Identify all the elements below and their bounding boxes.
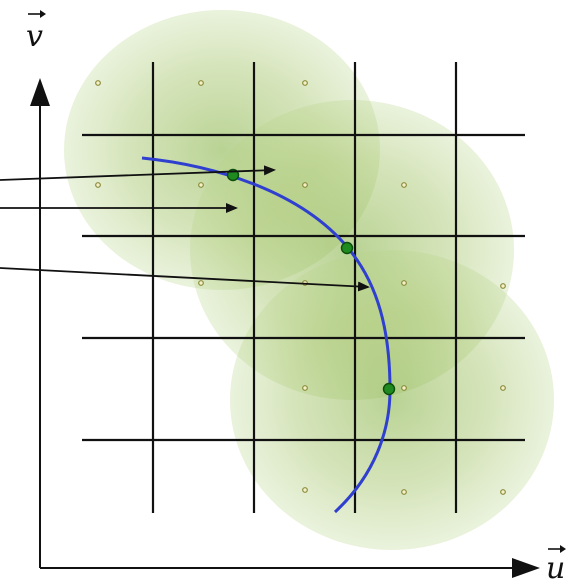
region-bottom bbox=[230, 250, 554, 550]
cell-dots bbox=[95, 80, 506, 495]
v-axis-label: v bbox=[26, 19, 43, 54]
u-axis-label: u bbox=[546, 551, 565, 582]
cell-dot bbox=[302, 182, 308, 188]
v-axis-arrowhead bbox=[30, 78, 50, 106]
u-axis-label-group: u bbox=[546, 545, 566, 582]
cell-dot bbox=[401, 385, 407, 391]
cell-dot bbox=[302, 487, 308, 493]
u-vector-tip bbox=[560, 545, 566, 553]
sample-point-3 bbox=[382, 382, 396, 396]
shaded-regions bbox=[64, 10, 554, 550]
cell-dot bbox=[500, 283, 506, 289]
cell-dot bbox=[401, 280, 407, 286]
cell-dot bbox=[302, 385, 308, 391]
pointer-arrow-1 bbox=[0, 165, 276, 181]
sample-point-2 bbox=[340, 241, 354, 255]
v-vector-tip bbox=[40, 10, 46, 18]
cell-dot bbox=[95, 182, 101, 188]
grid bbox=[82, 62, 525, 513]
cell-dot bbox=[198, 80, 204, 86]
cell-dot bbox=[401, 489, 407, 495]
cell-dot bbox=[198, 182, 204, 188]
cell-dot bbox=[401, 182, 407, 188]
u-axis-arrowhead bbox=[512, 558, 540, 578]
cell-dot bbox=[198, 280, 204, 286]
pointer-arrow-3 bbox=[0, 267, 370, 292]
cell-dot bbox=[500, 489, 506, 495]
cell-dot bbox=[95, 80, 101, 86]
cell-dot bbox=[302, 80, 308, 86]
cell-dot bbox=[500, 385, 506, 391]
axes bbox=[39, 98, 520, 569]
v-axis-label-group: v bbox=[26, 10, 46, 54]
